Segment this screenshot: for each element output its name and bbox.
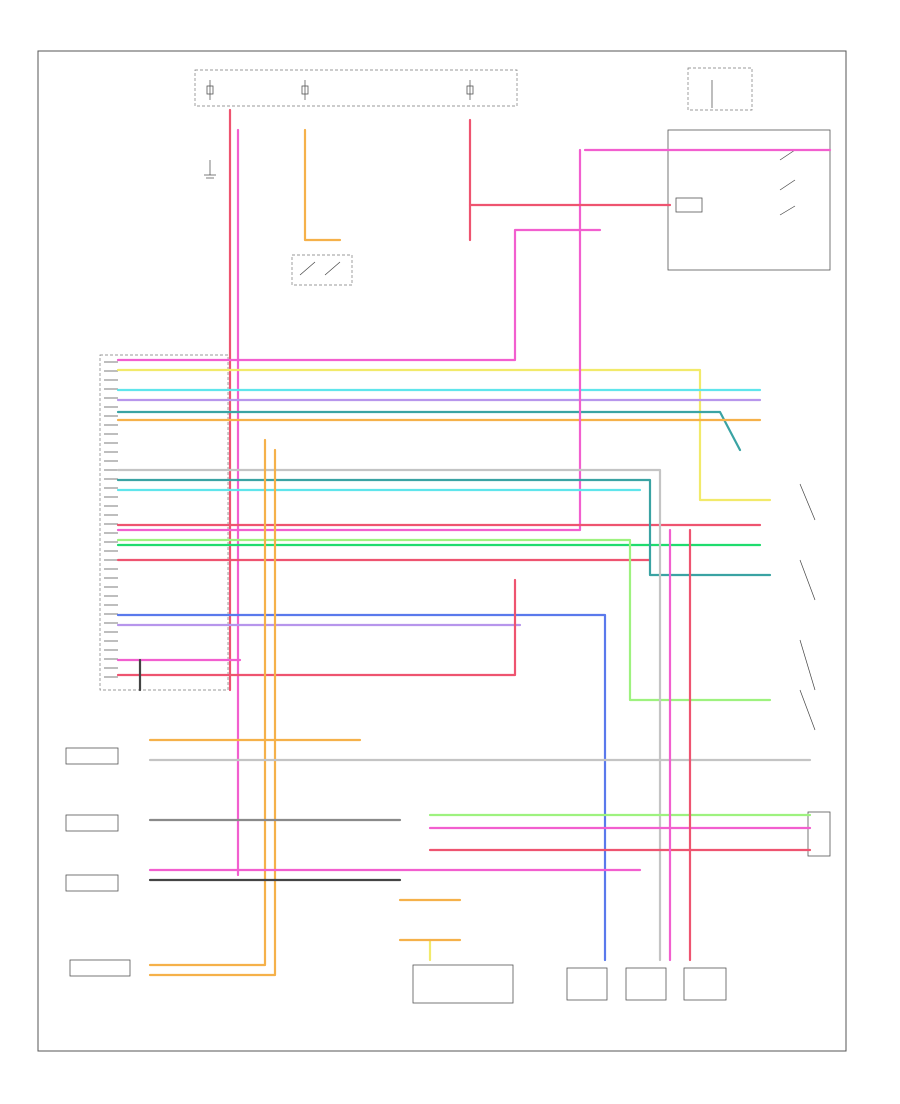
- pink-wire: [116, 228, 602, 362]
- connector-icon: [104, 361, 118, 678]
- pcm-connector: [99, 354, 229, 691]
- sensor-box: [65, 874, 119, 892]
- power-distribution-box: [194, 69, 518, 107]
- sensor-box: [65, 814, 119, 832]
- pressure-switch: [807, 811, 831, 857]
- grey-wire: [116, 468, 662, 962]
- orange-wire: [148, 438, 267, 967]
- switch-icon: [779, 149, 796, 216]
- switch-icon: [299, 261, 341, 276]
- wire-harness: [116, 108, 832, 977]
- switch-icon: [799, 483, 816, 731]
- lightgreen-wire: [116, 538, 772, 702]
- blue-wire: [116, 613, 607, 962]
- teal-wire: [116, 478, 772, 577]
- pink-wire: [116, 148, 582, 532]
- relay-icon: [675, 197, 703, 213]
- solenoid-body: [412, 964, 514, 1004]
- relay-module: [667, 129, 831, 271]
- red-wire: [116, 578, 517, 677]
- fuse-icon: [206, 80, 474, 100]
- fuse-block-right: [687, 67, 753, 111]
- ground-icon: [204, 160, 216, 179]
- teal-wire: [116, 410, 742, 452]
- speed-sensor: [69, 959, 131, 977]
- orange-wire: [148, 448, 277, 977]
- diagram-border: [37, 50, 847, 1052]
- sensor-box: [65, 747, 119, 765]
- solenoid-icon: [625, 967, 667, 1001]
- range-switch-box: [291, 254, 353, 286]
- yellow-wire: [116, 368, 772, 502]
- solenoid-icon: [683, 967, 727, 1001]
- solenoid-icon: [566, 967, 608, 1001]
- orange-wire: [303, 128, 342, 242]
